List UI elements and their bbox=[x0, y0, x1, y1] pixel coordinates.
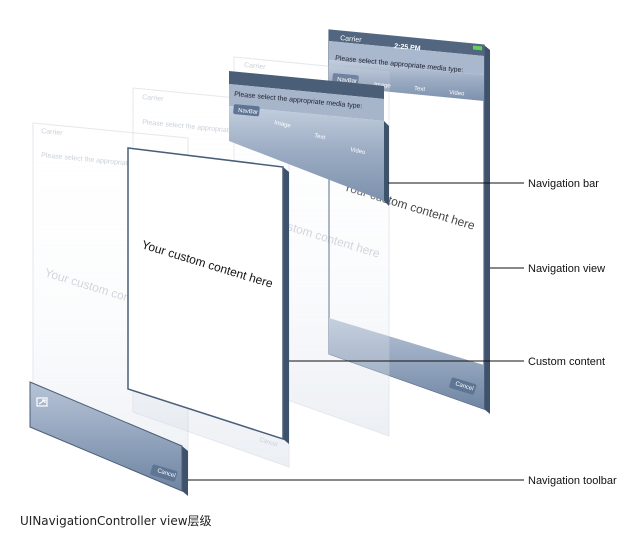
navigation-bar-top-dark bbox=[229, 71, 384, 99]
ghost-layer-1-carrier: Carrier bbox=[41, 128, 64, 137]
navigation-bar-button-band bbox=[229, 106, 384, 201]
layer-custom-content: Your custom content here bbox=[127, 147, 289, 444]
navigation-bar-segment-text[interactable]: Text bbox=[314, 133, 326, 141]
ghost-layer-3-carrier: Carrier bbox=[244, 62, 267, 71]
ghost-layer-2-carrier: Carrier bbox=[142, 94, 165, 103]
layer-navigation-bar: Please select the appropriate media type… bbox=[229, 71, 389, 206]
navigation-view-time: 2:25 PM bbox=[394, 43, 421, 53]
navigation-bar-back-button[interactable] bbox=[233, 104, 260, 117]
navigation-view-cancel-label: Cancel bbox=[454, 381, 474, 392]
navigation-toolbar-cancel-label: Cancel bbox=[156, 468, 176, 479]
navigation-bar-back-label: NavBar bbox=[238, 108, 258, 116]
navigation-view-battery-icon bbox=[473, 45, 482, 51]
ghost-layer-2-cancel-label: Cancel bbox=[258, 437, 278, 448]
callout-custom-content: Custom content bbox=[528, 356, 605, 368]
figure-caption: UINavigationController view层级 bbox=[20, 514, 212, 528]
callout-navigation-bar: Navigation bar bbox=[528, 178, 599, 190]
navigation-toolbar-action-icon[interactable] bbox=[36, 397, 48, 407]
callout-navigation-toolbar: Navigation toolbar bbox=[528, 475, 617, 487]
custom-content-panel bbox=[127, 147, 284, 441]
navigation-toolbar-panel bbox=[29, 381, 183, 492]
navigation-view-carrier: Carrier bbox=[340, 35, 363, 44]
custom-content-side-edge bbox=[283, 167, 289, 444]
navigation-bar-segment-image[interactable]: Image bbox=[274, 120, 292, 129]
navigation-toolbar-side-edge bbox=[182, 446, 188, 496]
navigation-view-cancel-button[interactable] bbox=[449, 377, 477, 395]
callout-navigation-view: Navigation view bbox=[528, 263, 605, 275]
navigation-view-side-edge bbox=[484, 45, 490, 414]
navigation-bar-side-edge bbox=[384, 121, 389, 206]
navigation-bar-prompt-band bbox=[229, 84, 384, 121]
navigation-view-prompt-band bbox=[329, 41, 484, 75]
navigation-view-status-bar bbox=[329, 30, 484, 56]
navigation-view-segment-video[interactable]: Video bbox=[449, 90, 465, 97]
layer-navigation-toolbar: Cancel bbox=[29, 381, 188, 496]
navigation-view-segment-text[interactable]: Text bbox=[414, 86, 426, 93]
navigation-bar-segment-video[interactable]: Video bbox=[350, 147, 367, 156]
callout-lines bbox=[188, 182, 524, 481]
navigation-toolbar-cancel-button[interactable] bbox=[150, 464, 178, 482]
